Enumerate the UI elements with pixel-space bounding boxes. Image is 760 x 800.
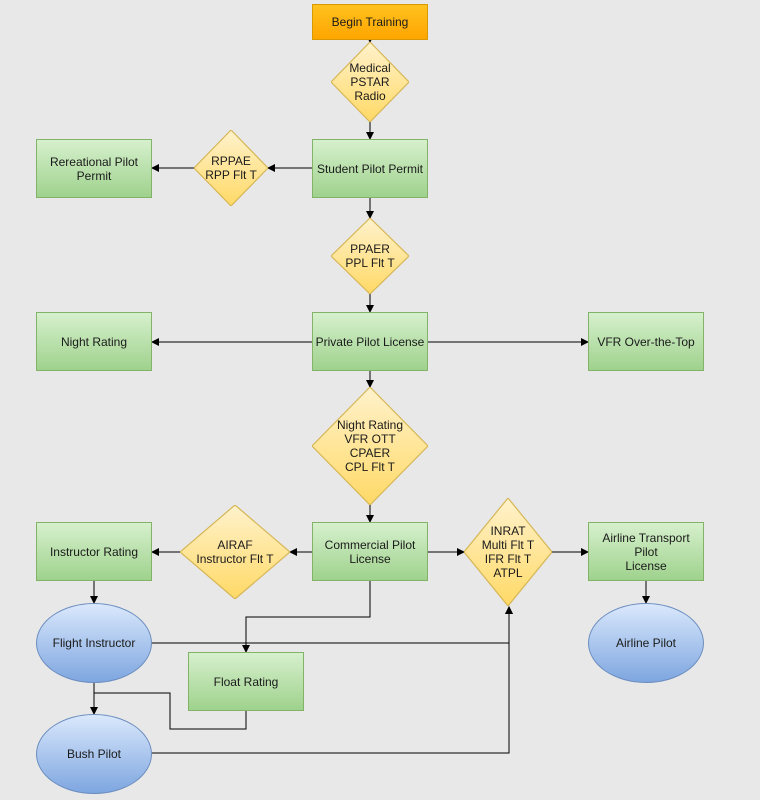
diamond-shape	[180, 505, 290, 599]
decision-label: RPPAE RPP Flt T	[205, 154, 257, 182]
recreational-pilot-permit-node[interactable]: Rereational Pilot Permit	[36, 139, 152, 198]
diamond-shape	[331, 218, 409, 294]
instructor-rating-node[interactable]: Instructor Rating	[36, 522, 152, 581]
decision-label: INRAT Multi Flt T IFR Flt T ATPL	[481, 524, 535, 580]
airaf-decision[interactable]: AIRAF Instructor Flt T	[180, 505, 290, 599]
cpl-requirements-decision[interactable]: Night Rating VFR OTT CPAER CPL Flt T	[312, 387, 428, 505]
diamond-shape	[312, 387, 428, 505]
student-pilot-permit-node[interactable]: Student Pilot Permit	[312, 139, 428, 198]
decision-label: PPAER PPL Flt T	[345, 242, 395, 270]
airline-pilot-node[interactable]: Airline Pilot	[588, 603, 704, 683]
edge-commercial-to-float	[242, 581, 371, 653]
flight-instructor-node[interactable]: Flight Instructor	[36, 603, 152, 683]
atpl-requirements-decision[interactable]: INRAT Multi Flt T IFR Flt T ATPL	[464, 498, 552, 606]
bush-pilot-node[interactable]: Bush Pilot	[36, 714, 152, 794]
ppaer-decision[interactable]: PPAER PPL Flt T	[331, 218, 409, 294]
airline-transport-pilot-license-node[interactable]: Airline Transport Pilot License	[588, 522, 704, 581]
edge-float-to-bush	[94, 692, 247, 730]
edge-bush-to-atplreq	[152, 606, 513, 754]
decision-label: Night Rating VFR OTT CPAER CPL Flt T	[336, 418, 404, 474]
float-rating-node[interactable]: Float Rating	[188, 652, 304, 711]
private-pilot-license-node[interactable]: Private Pilot License	[312, 312, 428, 371]
medical-pstar-radio-decision[interactable]: Medical PSTAR Radio	[331, 42, 409, 122]
diamond-shape	[331, 42, 409, 122]
diamond-shape	[464, 498, 552, 606]
commercial-pilot-license-node[interactable]: Commercial Pilot License	[312, 522, 428, 581]
decision-label: Medical PSTAR Radio	[349, 61, 391, 103]
vfr-over-the-top-node[interactable]: VFR Over-the-Top	[588, 312, 704, 371]
begin-training-node[interactable]: Begin Training	[312, 4, 428, 40]
decision-label: AIRAF Instructor Flt T	[196, 538, 274, 566]
rppae-decision[interactable]: RPPAE RPP Flt T	[194, 130, 268, 206]
edge-flight-to-atplreq	[152, 606, 513, 644]
diamond-shape	[194, 130, 268, 206]
night-rating-node[interactable]: Night Rating	[36, 312, 152, 371]
